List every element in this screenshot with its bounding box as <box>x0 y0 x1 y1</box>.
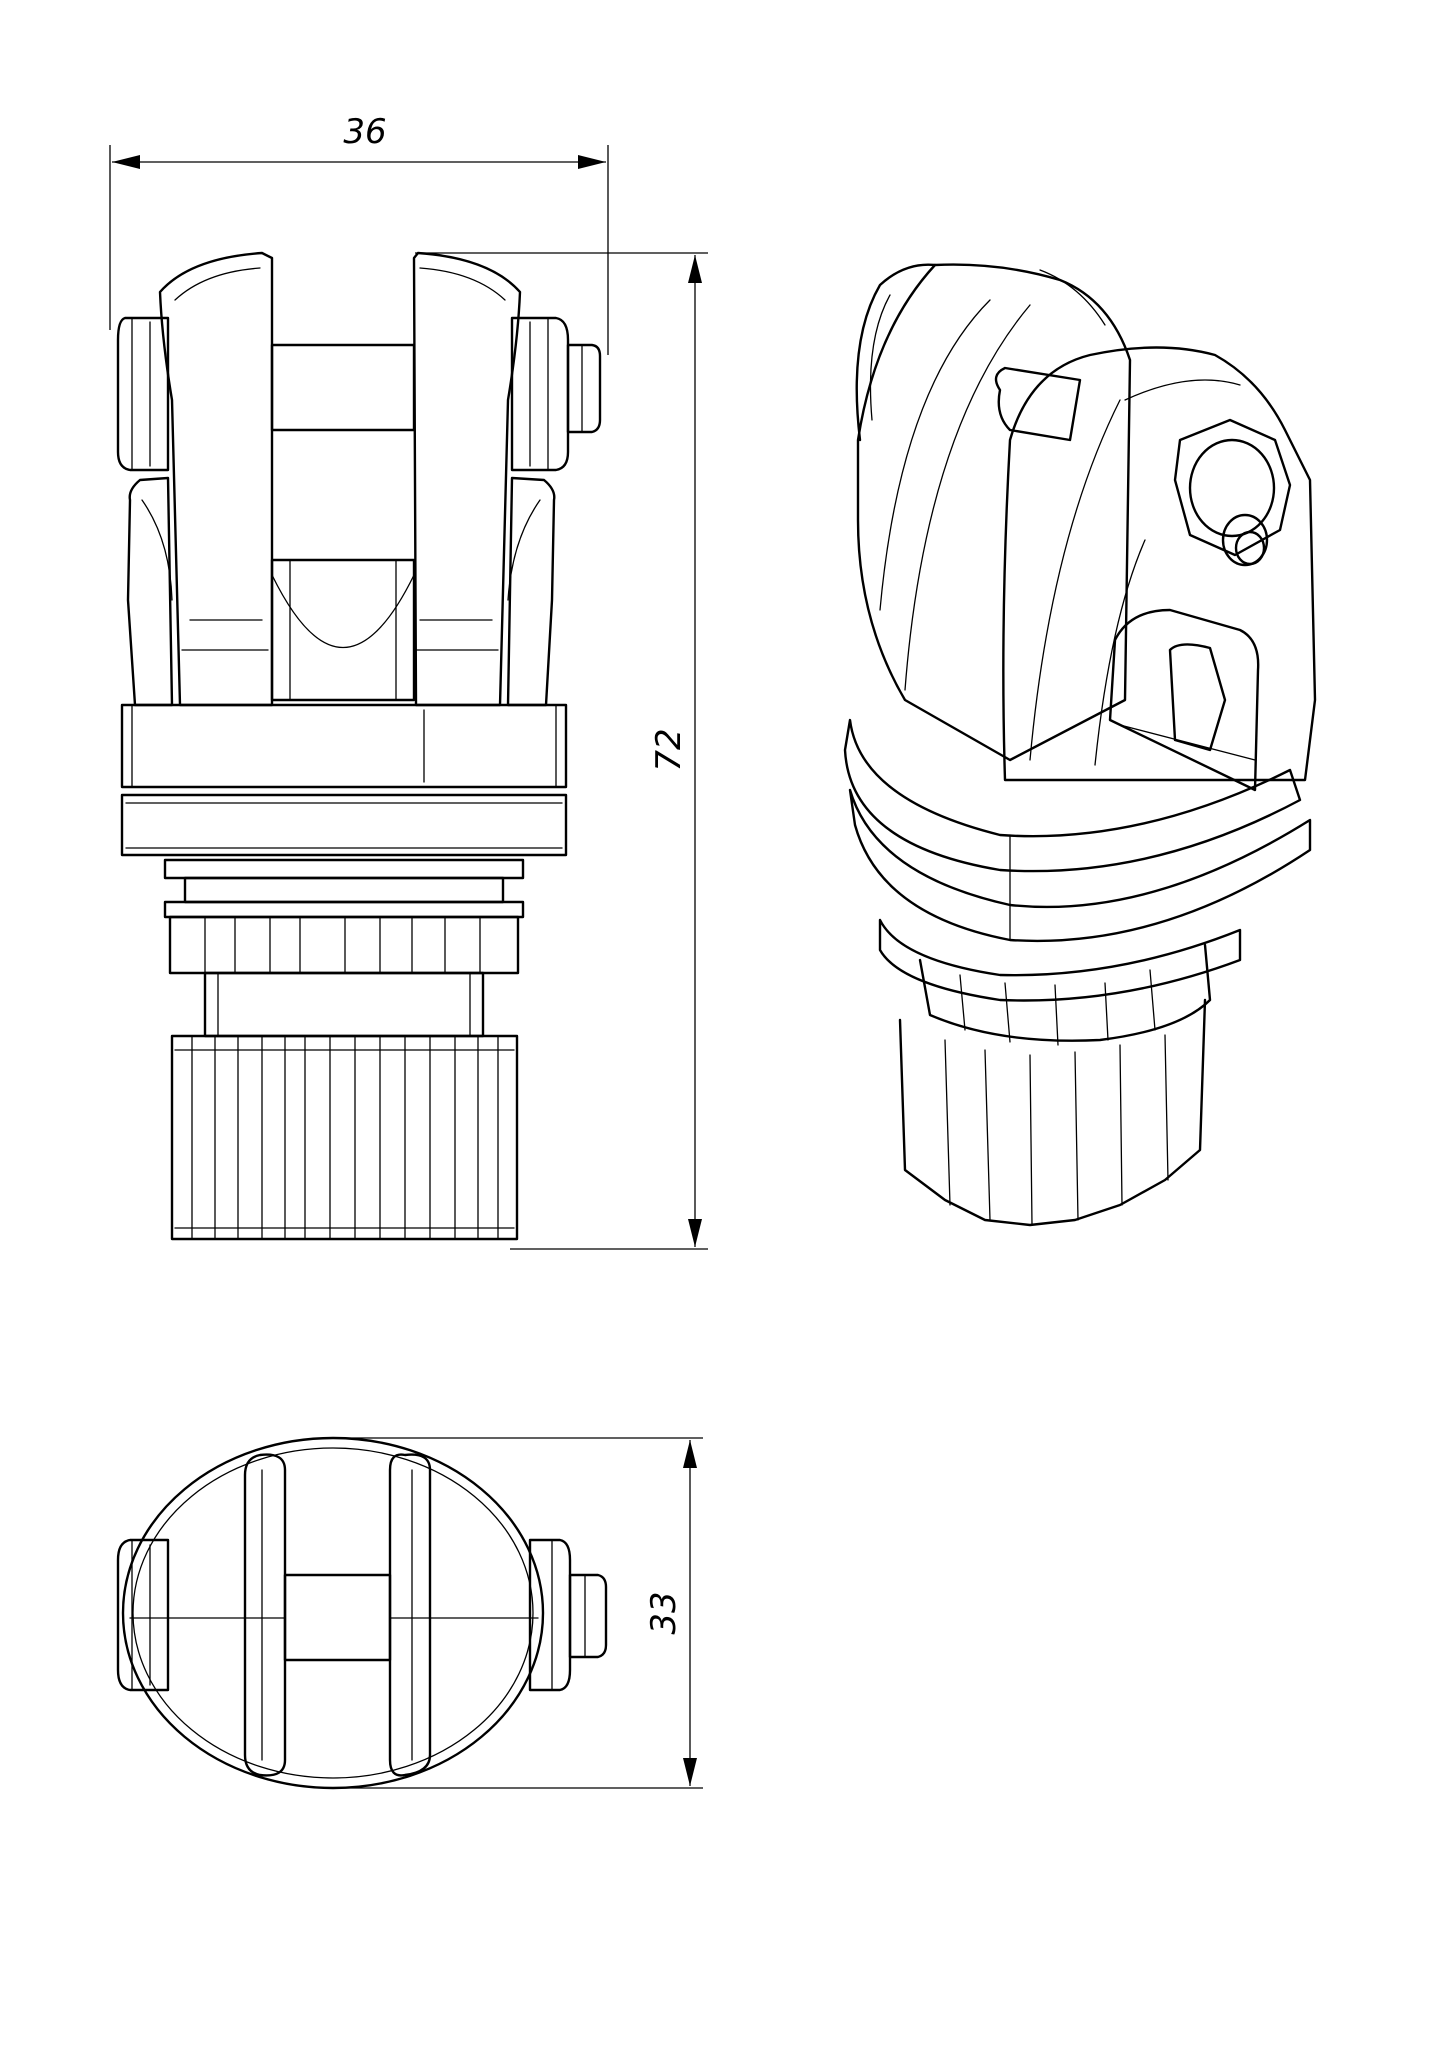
height-label: 72 <box>649 728 689 771</box>
top-left-boss <box>116 1538 170 1692</box>
iso-window <box>1108 608 1260 792</box>
top-ball <box>121 1436 545 1790</box>
front-view <box>116 251 602 1241</box>
iso-hex-nut <box>1173 418 1292 567</box>
front-right-jaw <box>412 251 602 707</box>
dimension-width: 36 <box>109 112 609 355</box>
dimension-depth: 33 <box>340 1437 703 1789</box>
top-left-jaw <box>243 1453 287 1777</box>
top-right-boss <box>528 1538 608 1692</box>
depth-label: 33 <box>644 1591 684 1634</box>
top-view <box>116 1436 608 1790</box>
iso-nut <box>918 943 1212 1046</box>
iso-knob <box>898 998 1207 1227</box>
dimension-height: 72 <box>415 252 708 1250</box>
iso-front-jaw <box>1002 346 1317 782</box>
iso-back-jaw <box>856 263 1132 762</box>
front-knob <box>170 1034 519 1241</box>
iso-pin <box>994 366 1082 442</box>
width-label: 36 <box>343 112 386 152</box>
top-right-jaw <box>388 1453 432 1777</box>
isometric-view <box>843 263 1317 1227</box>
iso-back-boss <box>855 263 937 442</box>
iso-collar <box>843 718 1312 943</box>
front-center-pin <box>270 343 416 702</box>
iso-neck <box>878 918 1242 1002</box>
front-left-jaw <box>116 251 274 707</box>
top-center-pin <box>129 1573 539 1662</box>
front-hex-nut <box>168 915 520 1038</box>
front-washer <box>163 858 525 919</box>
front-collar <box>120 703 568 857</box>
